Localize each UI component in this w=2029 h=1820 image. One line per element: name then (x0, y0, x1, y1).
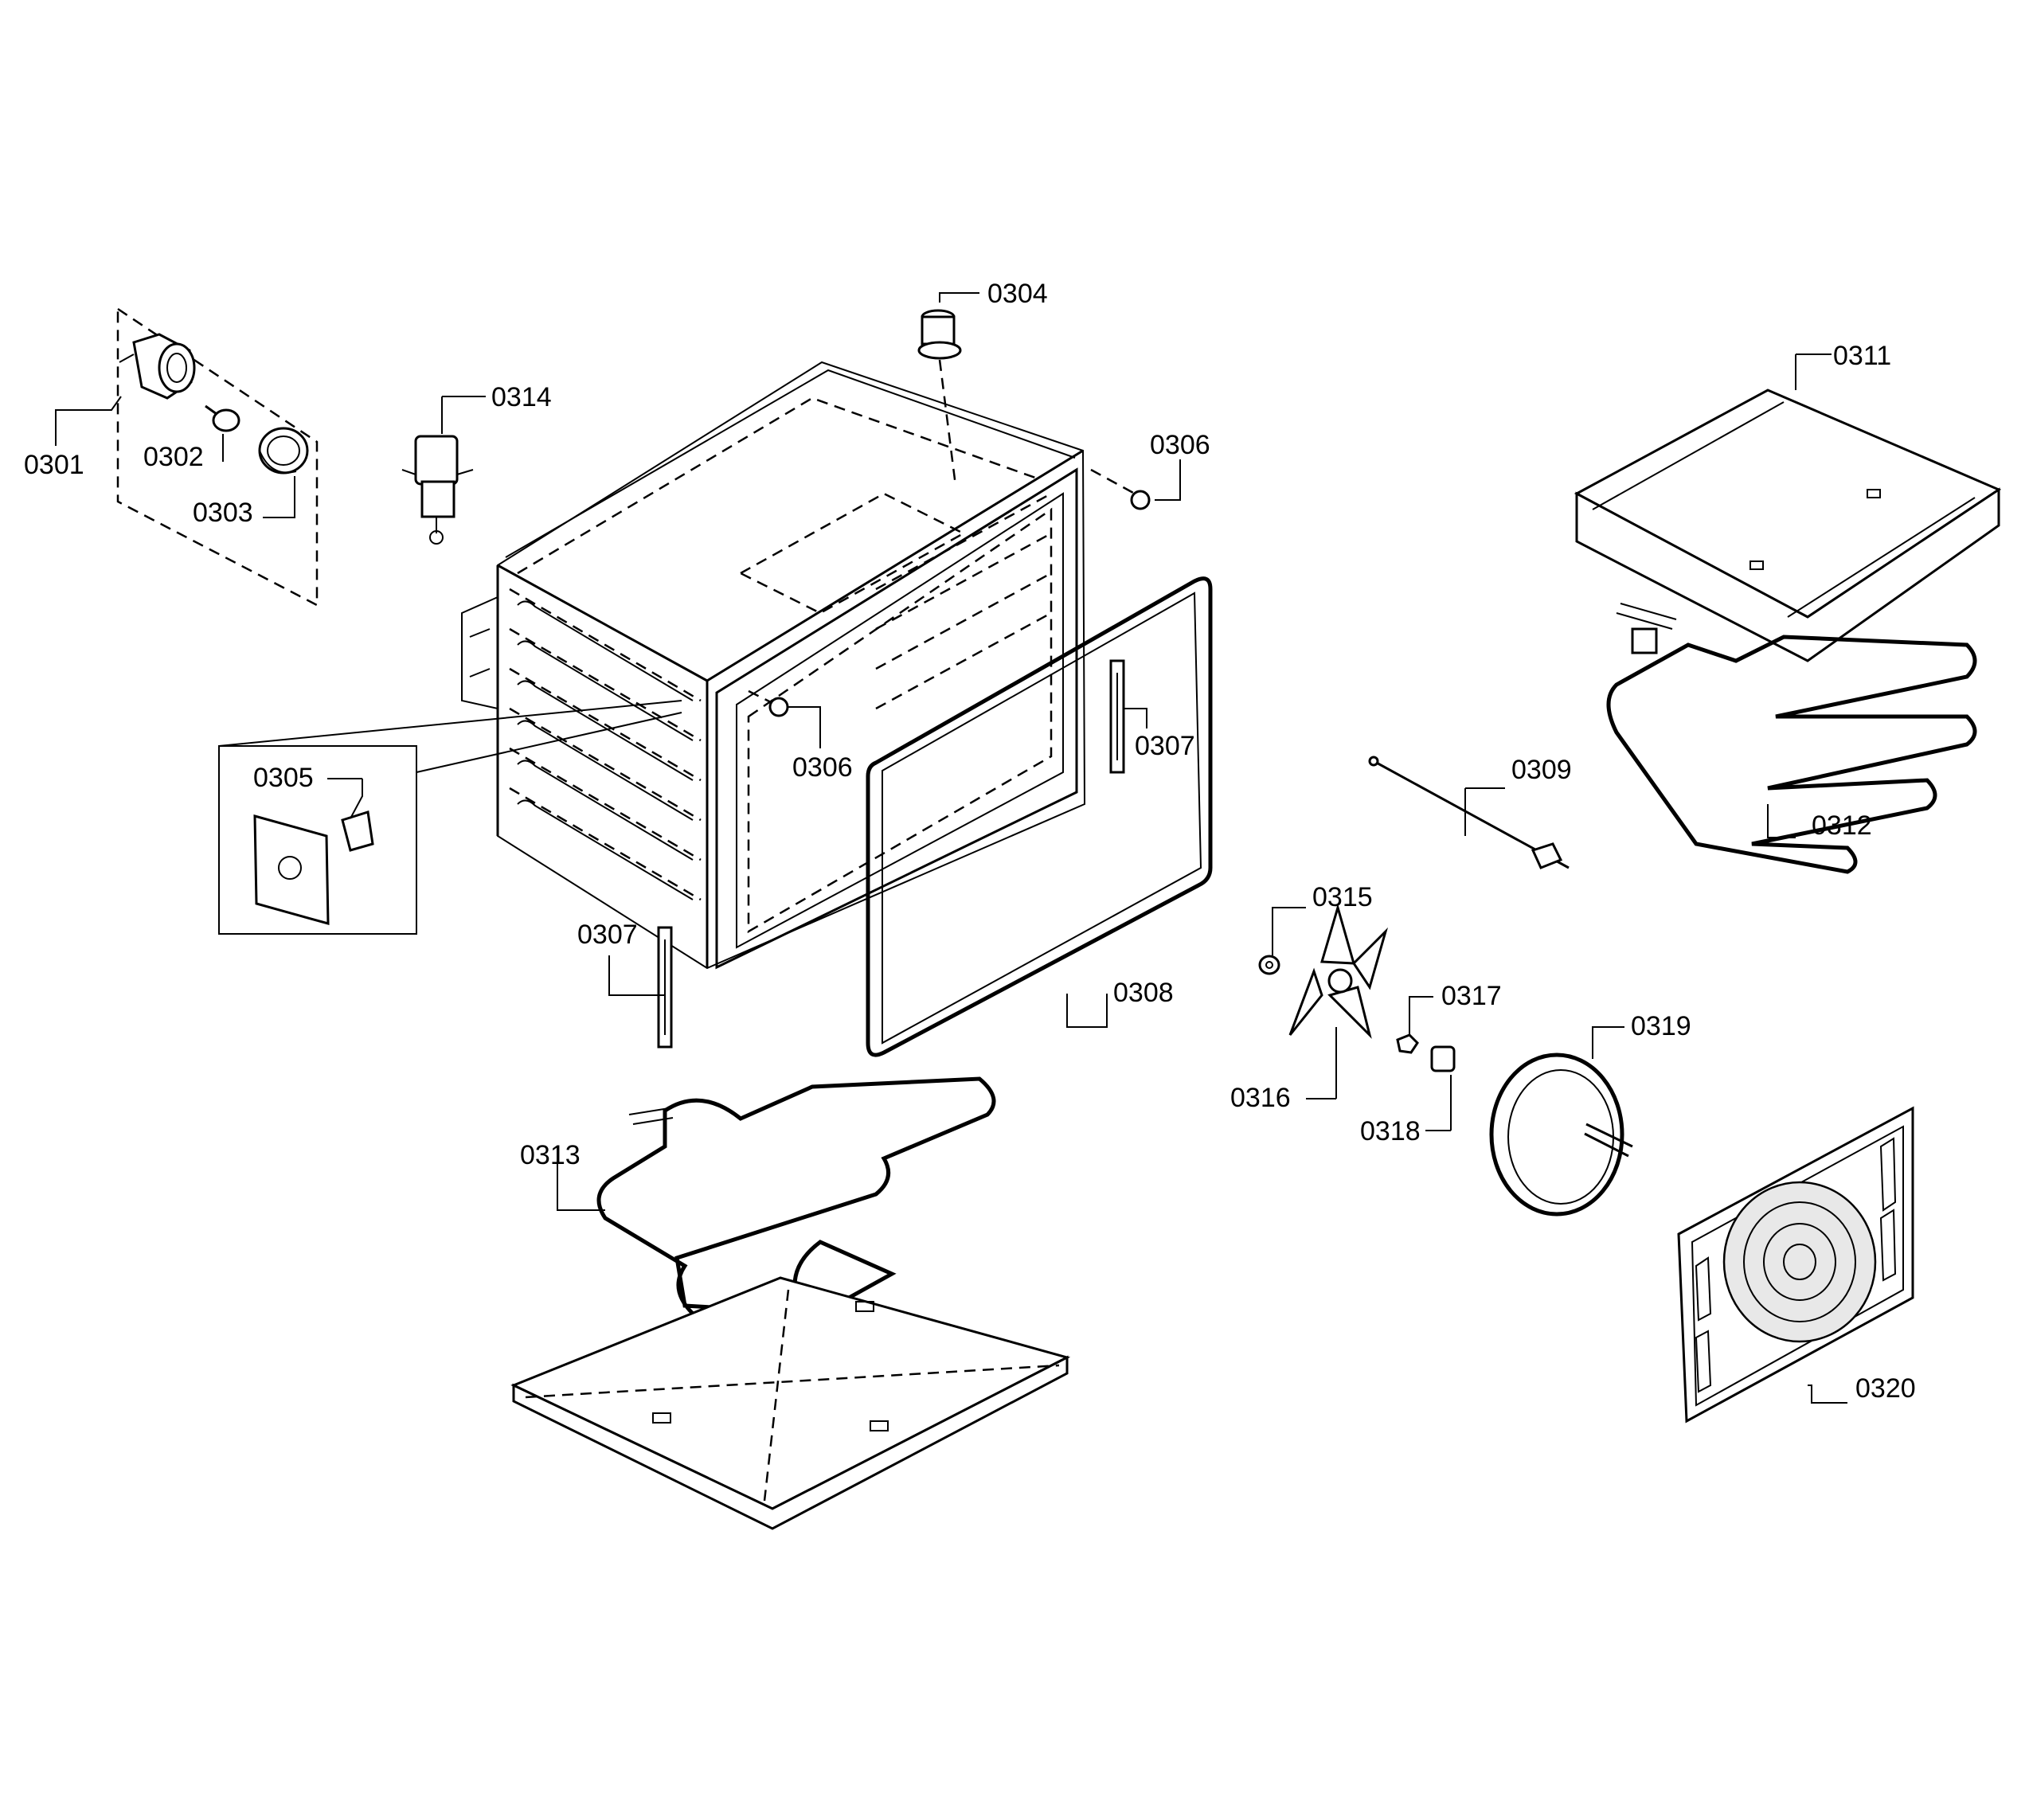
lamp-lens-part (258, 427, 309, 475)
label-0306-lower: 0306 (792, 752, 853, 783)
label-0308: 0308 (1113, 978, 1174, 1008)
oven-floor-part (510, 1276, 1071, 1530)
fan-blade-part (1288, 903, 1389, 1039)
nut-part (1396, 1033, 1419, 1054)
label-0301: 0301 (24, 450, 84, 480)
label-0317: 0317 (1441, 981, 1502, 1011)
label-0303: 0303 (193, 498, 253, 528)
label-0309: 0309 (1511, 755, 1572, 785)
label-0320: 0320 (1855, 1373, 1916, 1404)
oven-cavity-part (461, 361, 1086, 970)
back-panel-part (1677, 1106, 1914, 1424)
label-0319: 0319 (1631, 1011, 1691, 1041)
temperature-sensor-part (1368, 756, 1570, 869)
label-0313: 0313 (520, 1140, 581, 1170)
rack-support-part-left (657, 926, 673, 1049)
label-0311: 0311 (1833, 341, 1891, 371)
plug-part-lower (748, 689, 789, 717)
label-0316: 0316 (1230, 1083, 1291, 1113)
lamp-bulb-part (205, 404, 240, 432)
cap-part (1430, 1045, 1456, 1072)
rack-support-part-right (1109, 659, 1125, 774)
vent-part (917, 309, 962, 486)
motor-part (401, 435, 474, 545)
bake-element-part (596, 1076, 996, 1316)
label-0318: 0318 (1360, 1116, 1421, 1146)
part-labels: 0301 0302 0303 0304 0305 0306 0306 0307 … (24, 279, 1916, 1404)
rack-rails (509, 588, 702, 901)
top-cover-part (1574, 389, 2002, 662)
convection-element-part (1489, 1053, 1633, 1217)
door-gasket-part (866, 576, 1213, 1057)
label-0314: 0314 (491, 382, 552, 412)
lamp-assembly-group (116, 307, 319, 607)
label-0312: 0312 (1812, 810, 1872, 841)
label-0302: 0302 (143, 442, 204, 472)
lamp-socket-part (119, 333, 196, 400)
label-0307-left: 0307 (577, 920, 638, 950)
label-0304: 0304 (987, 279, 1048, 309)
leader-lines (55, 292, 1847, 1404)
label-0306-upper: 0306 (1150, 430, 1210, 460)
label-0315: 0315 (1312, 882, 1373, 912)
plug-part-upper (1090, 468, 1151, 510)
label-0307-right: 0307 (1135, 731, 1195, 761)
top-heating-element-part (1606, 603, 1977, 874)
washer-part (1258, 955, 1280, 975)
label-0305: 0305 (253, 763, 314, 793)
detail-inset (218, 700, 682, 935)
